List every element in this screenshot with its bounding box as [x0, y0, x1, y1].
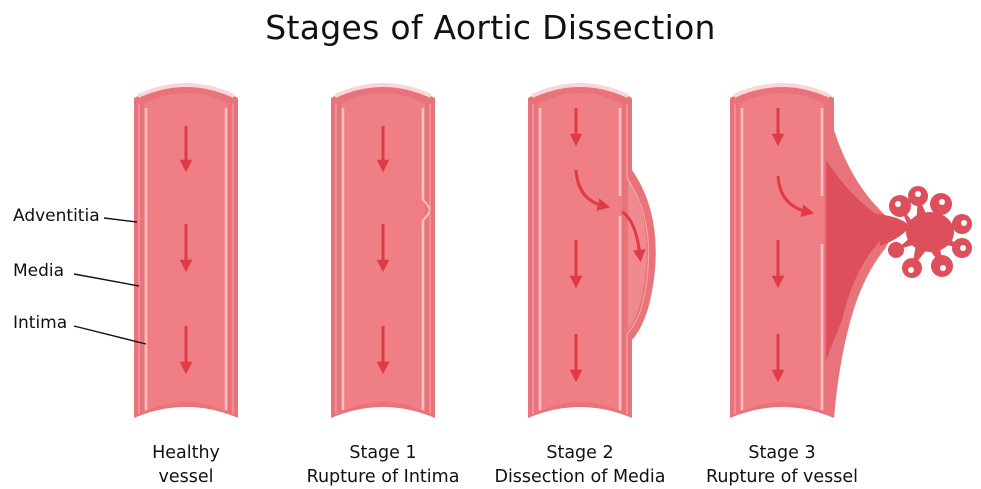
stage1-vessel [331, 84, 435, 418]
caption-stage1: Stage 1 Rupture of Intima [283, 441, 483, 489]
stage2-vessel [528, 84, 656, 418]
caption-stage3: Stage 3 Rupture of vessel [682, 441, 882, 489]
caption-stage2-line1: Stage 2 [480, 441, 680, 465]
caption-stage2-line2: Dissection of Media [480, 465, 680, 489]
caption-healthy-line2: vessel [86, 465, 286, 489]
intima-label: Intima [13, 313, 67, 333]
media-leader [74, 274, 139, 286]
caption-stage3-line2: Rupture of vessel [682, 465, 882, 489]
media-label: Media [13, 261, 64, 281]
stage3-vessel [730, 84, 972, 418]
caption-stage3-line1: Stage 3 [682, 441, 882, 465]
adventitia-leader [104, 218, 137, 222]
caption-stage2: Stage 2 Dissection of Media [480, 441, 680, 489]
rupture-splash [876, 186, 972, 278]
caption-stage1-line2: Rupture of Intima [283, 465, 483, 489]
caption-stage1-line1: Stage 1 [283, 441, 483, 465]
adventitia-label: Adventitia [13, 206, 100, 226]
caption-healthy: Healthy vessel [86, 441, 286, 489]
healthy-vessel [134, 84, 238, 422]
caption-healthy-line1: Healthy [86, 441, 286, 465]
